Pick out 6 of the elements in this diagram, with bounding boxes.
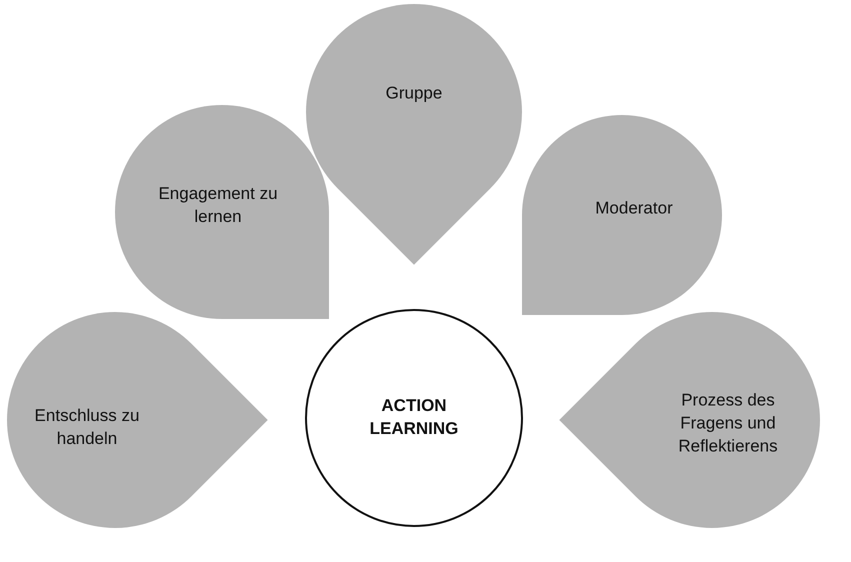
petal-label: Engagement zu lernen: [157, 183, 279, 228]
petal-label: Moderator: [594, 198, 674, 220]
petal-label: Prozess des Fragens und Reflektierens: [677, 390, 779, 458]
petal-label: Entschluss zu handeln: [34, 405, 140, 450]
center-title: ACTION LEARNING: [368, 395, 460, 440]
petal-label: Gruppe: [384, 82, 444, 105]
